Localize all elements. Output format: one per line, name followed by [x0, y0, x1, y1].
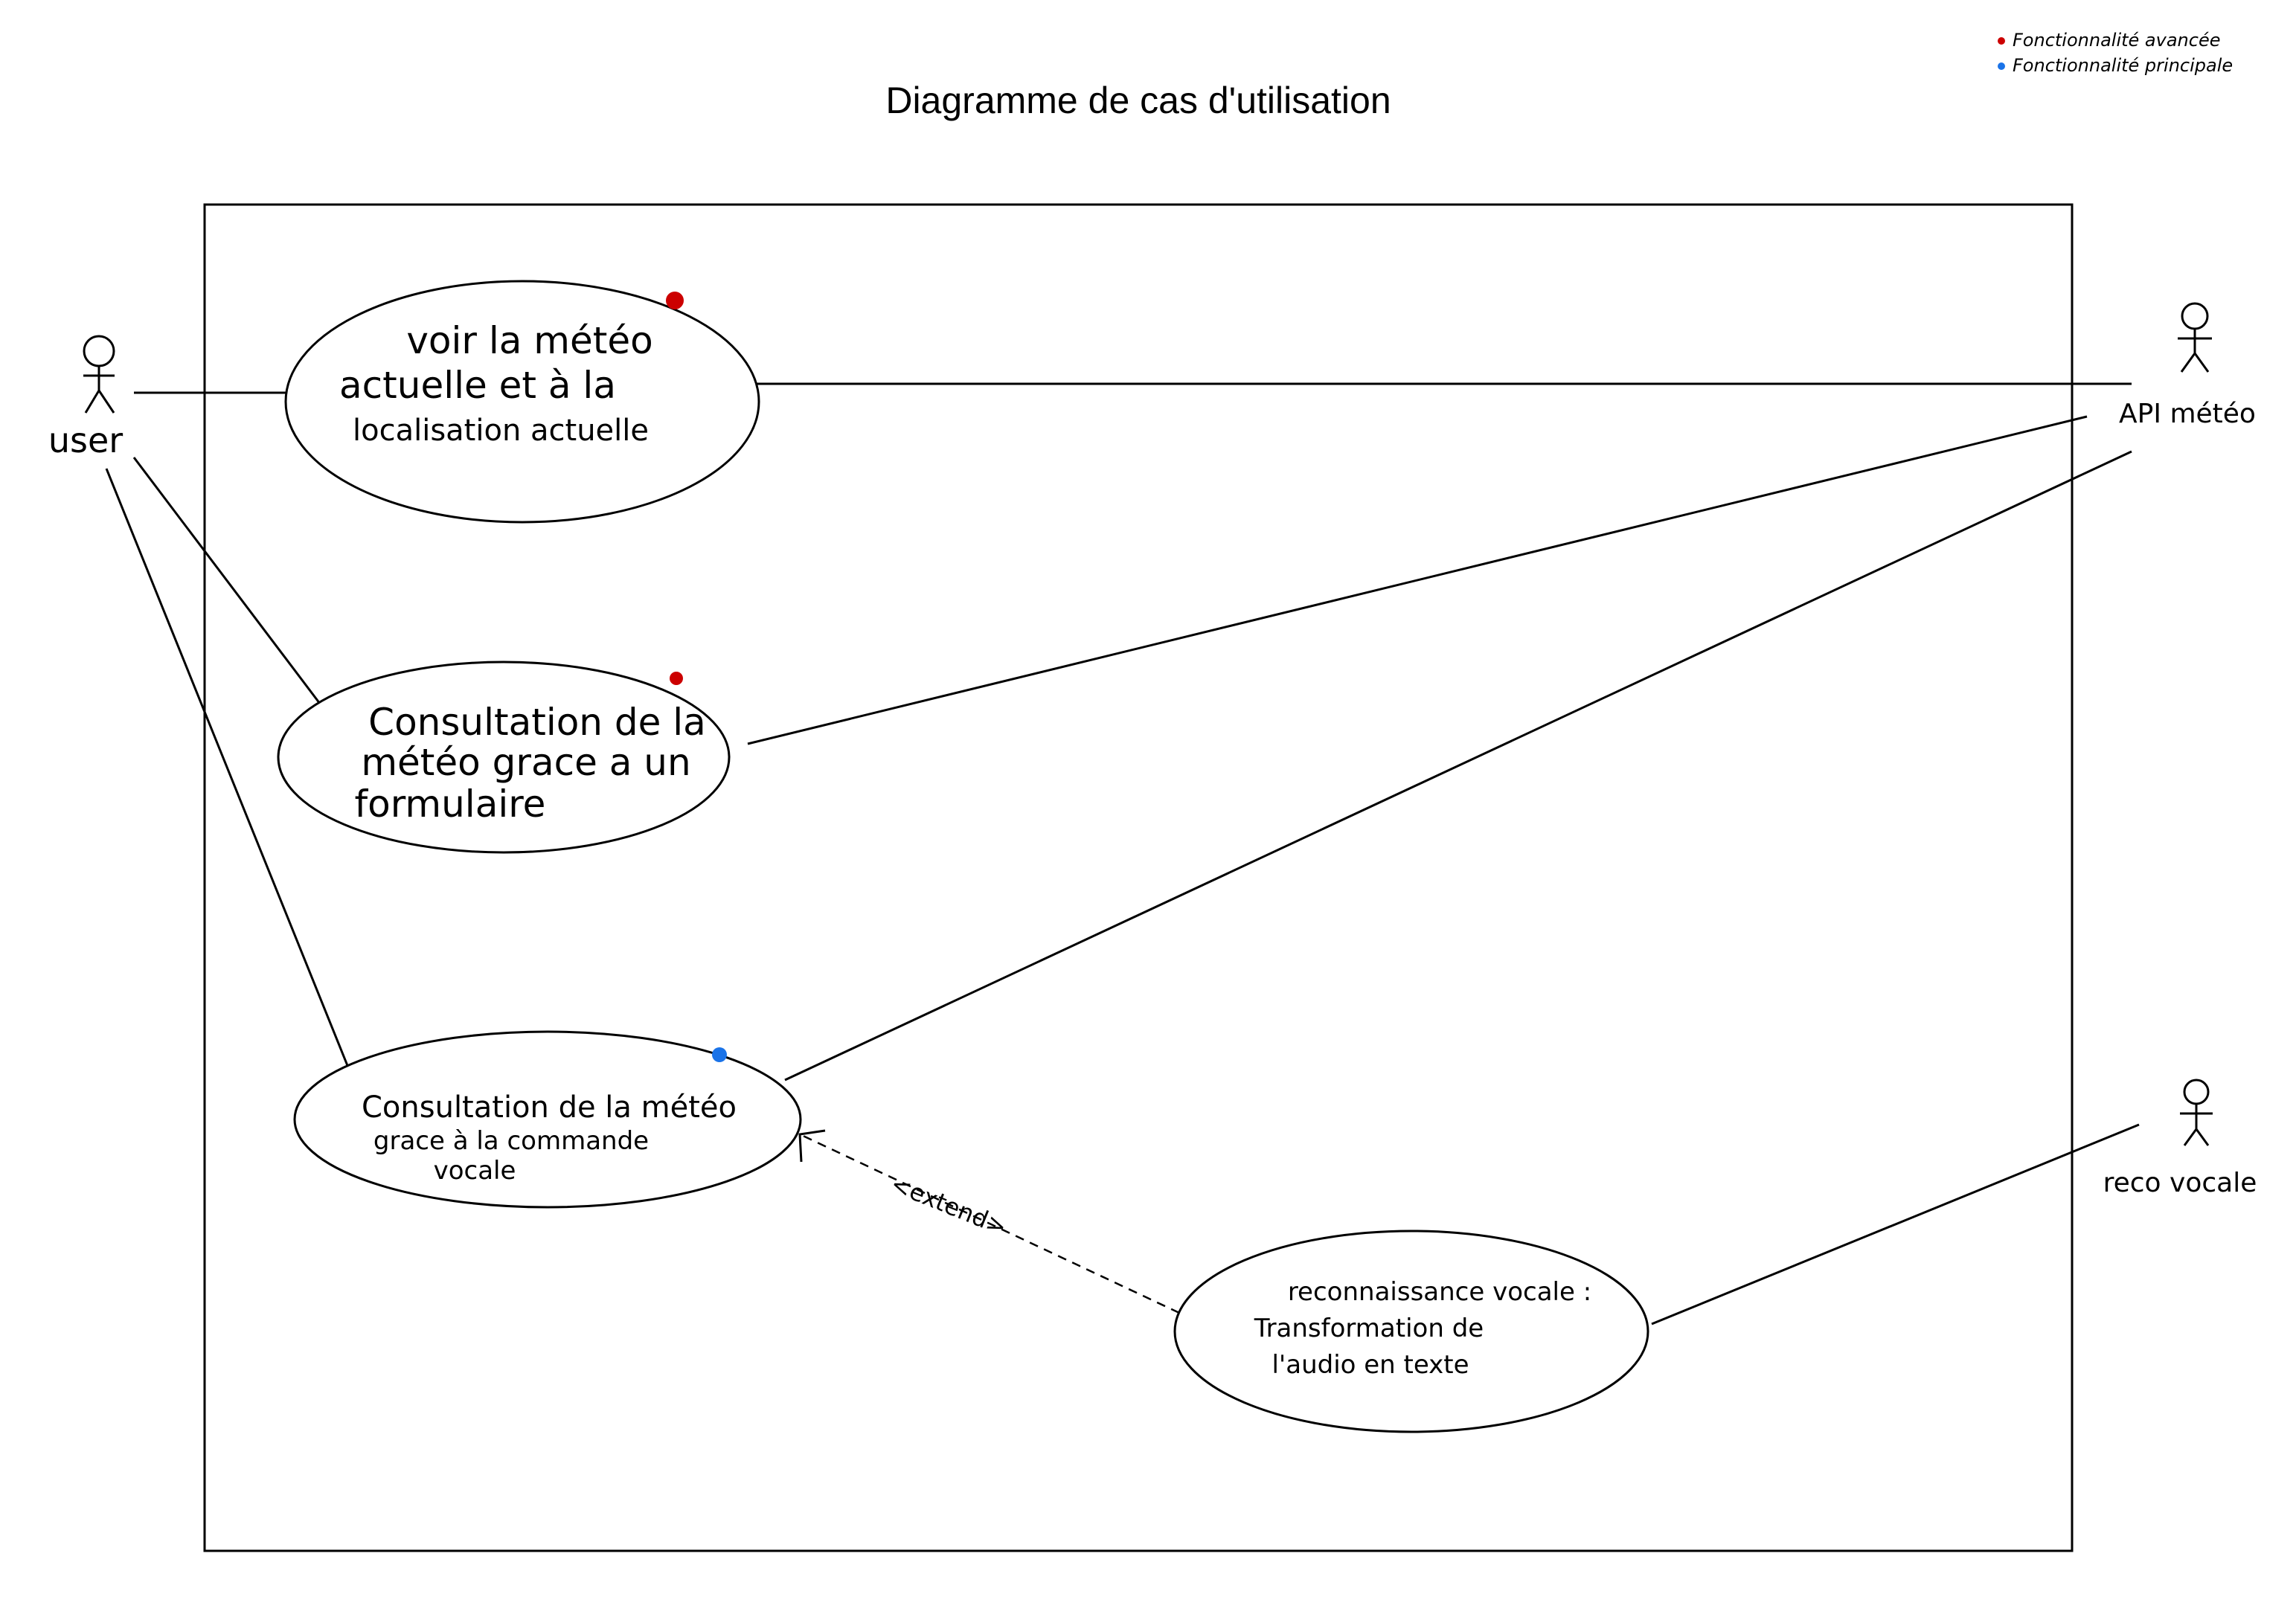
use-case-label-line: Consultation de la: [368, 701, 706, 744]
stick-figure-icon: [2180, 1079, 2213, 1146]
advanced-feature-marker: [670, 672, 683, 685]
assoc-uc4-reco: [1651, 1123, 2140, 1325]
use-case-speech-recognition: reconnaissance vocale : Transformation d…: [1173, 1230, 1649, 1433]
legend: Fonctionnalité avancée Fonctionnalité pr…: [1998, 30, 2233, 76]
extend-relation: <extend>: [798, 1129, 1180, 1314]
use-case-label-line: Transformation de: [1254, 1314, 1484, 1343]
legend-label-advanced: Fonctionnalité avancée: [2013, 30, 2220, 51]
use-case-label-line: météo grace a un: [361, 741, 690, 784]
assoc-user-uc3: [105, 468, 351, 1072]
legend-label-main: Fonctionnalité principale: [2013, 55, 2233, 76]
extend-arrowhead: [798, 1129, 826, 1163]
use-case-label-line: voir la météo: [406, 319, 652, 362]
main-feature-marker: [712, 1047, 727, 1062]
use-case-label-line: reconnaissance vocale :: [1288, 1277, 1591, 1307]
use-case-ellipse: [284, 280, 760, 524]
use-case-voice-weather: Consultation de la météo grace à la comm…: [293, 1030, 802, 1209]
actor-label: API météo: [2119, 399, 2256, 429]
stick-figure-icon: [2178, 302, 2212, 373]
legend-dot-advanced: [1998, 37, 2005, 45]
assoc-uc3-api: [784, 450, 2132, 1082]
assoc-uc2-api: [747, 415, 2088, 745]
diagram-title: Diagramme de cas d'utilisation: [885, 80, 1391, 121]
actor-reco-vocale: reco vocale: [2103, 1079, 2257, 1198]
use-case-label-line: grace à la commande: [373, 1126, 649, 1156]
actor-label: user: [48, 420, 123, 460]
legend-dot-main: [1998, 62, 2005, 70]
associations: [105, 382, 2140, 1325]
advanced-feature-marker: [666, 292, 684, 309]
actor-user: user: [48, 335, 123, 460]
system-boundary: [203, 203, 2074, 1552]
use-case-ellipse: [1173, 1230, 1649, 1433]
use-case-current-weather: voir la météo actuelle et à la localisat…: [284, 280, 760, 524]
use-case-form-weather: Consultation de la météo grace a un form…: [277, 661, 731, 854]
extend-label: <extend>: [887, 1169, 1011, 1241]
use-case-label-line: formulaire: [355, 782, 546, 826]
use-case-label-line: l'audio en texte: [1272, 1350, 1469, 1380]
use-case-label-line: actuelle et à la: [339, 364, 616, 407]
use-case-label-line: Consultation de la météo: [362, 1090, 737, 1125]
use-case-label-line: vocale: [434, 1156, 516, 1186]
extend-dashed-line: [799, 1133, 1180, 1314]
stick-figure-icon: [83, 335, 115, 414]
use-case-ellipse: [277, 661, 731, 854]
use-case-label-line: localisation actuelle: [353, 414, 649, 448]
actor-label: reco vocale: [2103, 1168, 2257, 1198]
assoc-user-uc2: [132, 457, 324, 707]
actor-api-meteo: API météo: [2119, 302, 2256, 429]
use-case-ellipse: [293, 1030, 802, 1209]
